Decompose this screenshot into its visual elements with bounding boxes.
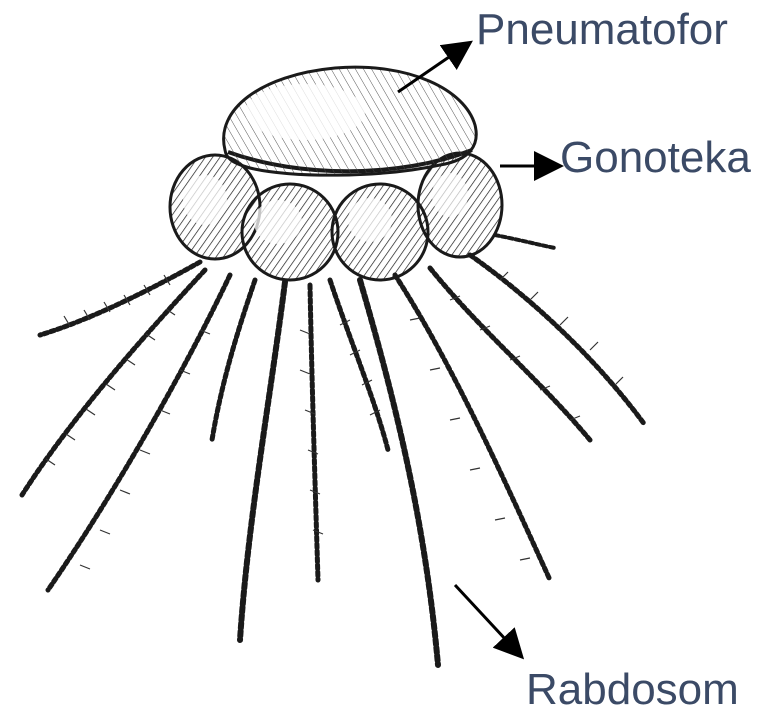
label-gonotheca: Gonoteka xyxy=(560,136,751,180)
arrow-rhabdosome xyxy=(455,585,520,655)
branch-fringes xyxy=(46,272,623,569)
branch-5 xyxy=(240,282,285,640)
branch-8 xyxy=(360,280,438,665)
pneumatophore-shape xyxy=(224,67,477,175)
branch-6 xyxy=(310,285,318,580)
rhabdosome-branches xyxy=(22,235,645,665)
branch-7 xyxy=(330,280,388,450)
branch-12 xyxy=(495,235,555,248)
label-pneumatophore: Pneumatofor xyxy=(476,8,728,52)
label-rhabdosome: Rabdosom xyxy=(526,668,739,705)
branch-10 xyxy=(430,268,590,440)
